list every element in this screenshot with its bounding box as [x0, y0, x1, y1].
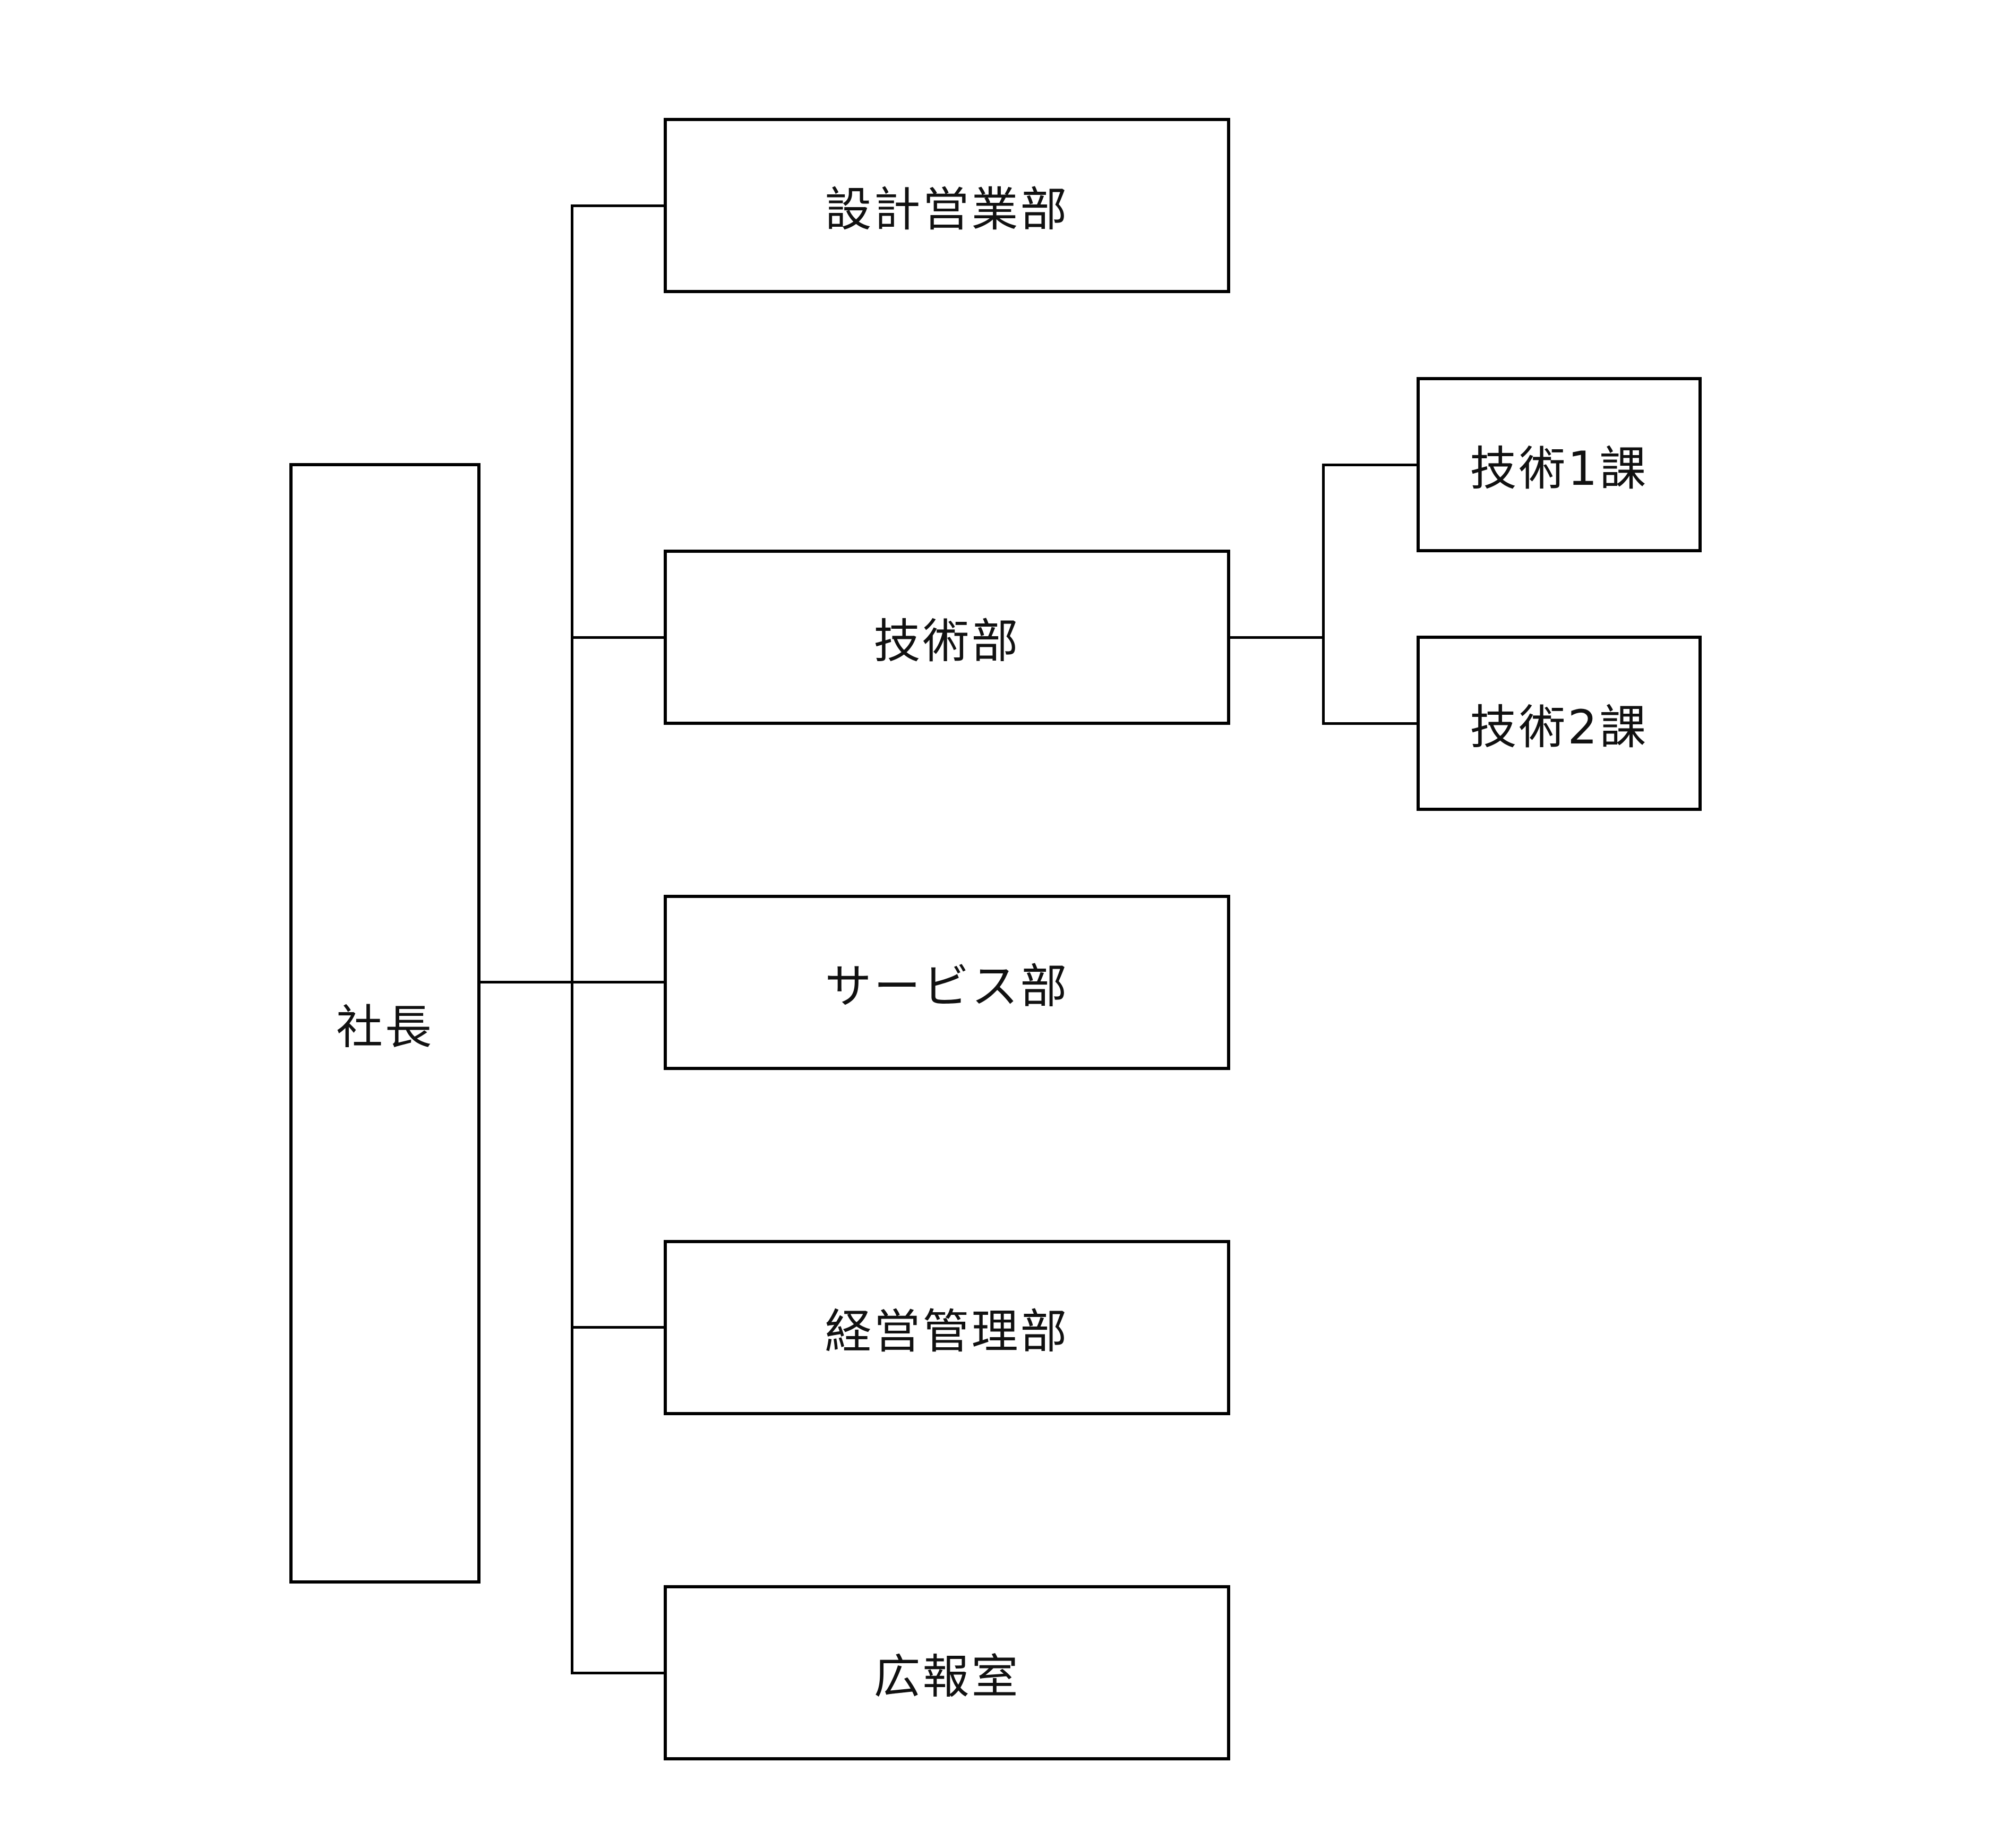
node-president-label: 社長: [336, 999, 434, 1055]
node-pr-office: 広報室: [664, 1585, 1230, 1760]
connector-tech-section-1: [1322, 464, 1418, 466]
connector-tech-dept: [571, 636, 665, 639]
node-sales-dept-label: 設計営業部: [825, 182, 1069, 237]
connector-management-dept: [571, 1326, 665, 1329]
connector-president: [479, 981, 573, 983]
node-management-dept: 経営管理部: [664, 1240, 1230, 1415]
node-service-dept-label: サービス部: [825, 959, 1069, 1014]
node-tech-dept: 技術部: [664, 550, 1230, 725]
connector-main-trunk: [571, 204, 573, 1674]
node-service-dept: サービス部: [664, 895, 1230, 1070]
connector-tech-section-2: [1322, 722, 1418, 725]
node-tech-dept-label: 技術部: [873, 613, 1020, 669]
node-tech-section-2-label: 技術2課: [1470, 699, 1649, 755]
node-tech-section-2: 技術2課: [1417, 636, 1702, 811]
connector-tech-sub-trunk: [1322, 464, 1325, 725]
connector-tech-dept-out: [1229, 636, 1323, 639]
node-tech-section-1: 技術1課: [1417, 377, 1702, 552]
node-tech-section-1-label: 技術1課: [1470, 441, 1649, 496]
connector-sales-dept: [571, 204, 665, 207]
connector-service-dept: [571, 981, 665, 983]
connector-pr-office: [571, 1672, 665, 1674]
node-management-dept-label: 経営管理部: [825, 1304, 1069, 1359]
node-pr-office-label: 広報室: [873, 1649, 1020, 1704]
node-president: 社長: [289, 463, 481, 1584]
node-sales-dept: 設計営業部: [664, 118, 1230, 293]
